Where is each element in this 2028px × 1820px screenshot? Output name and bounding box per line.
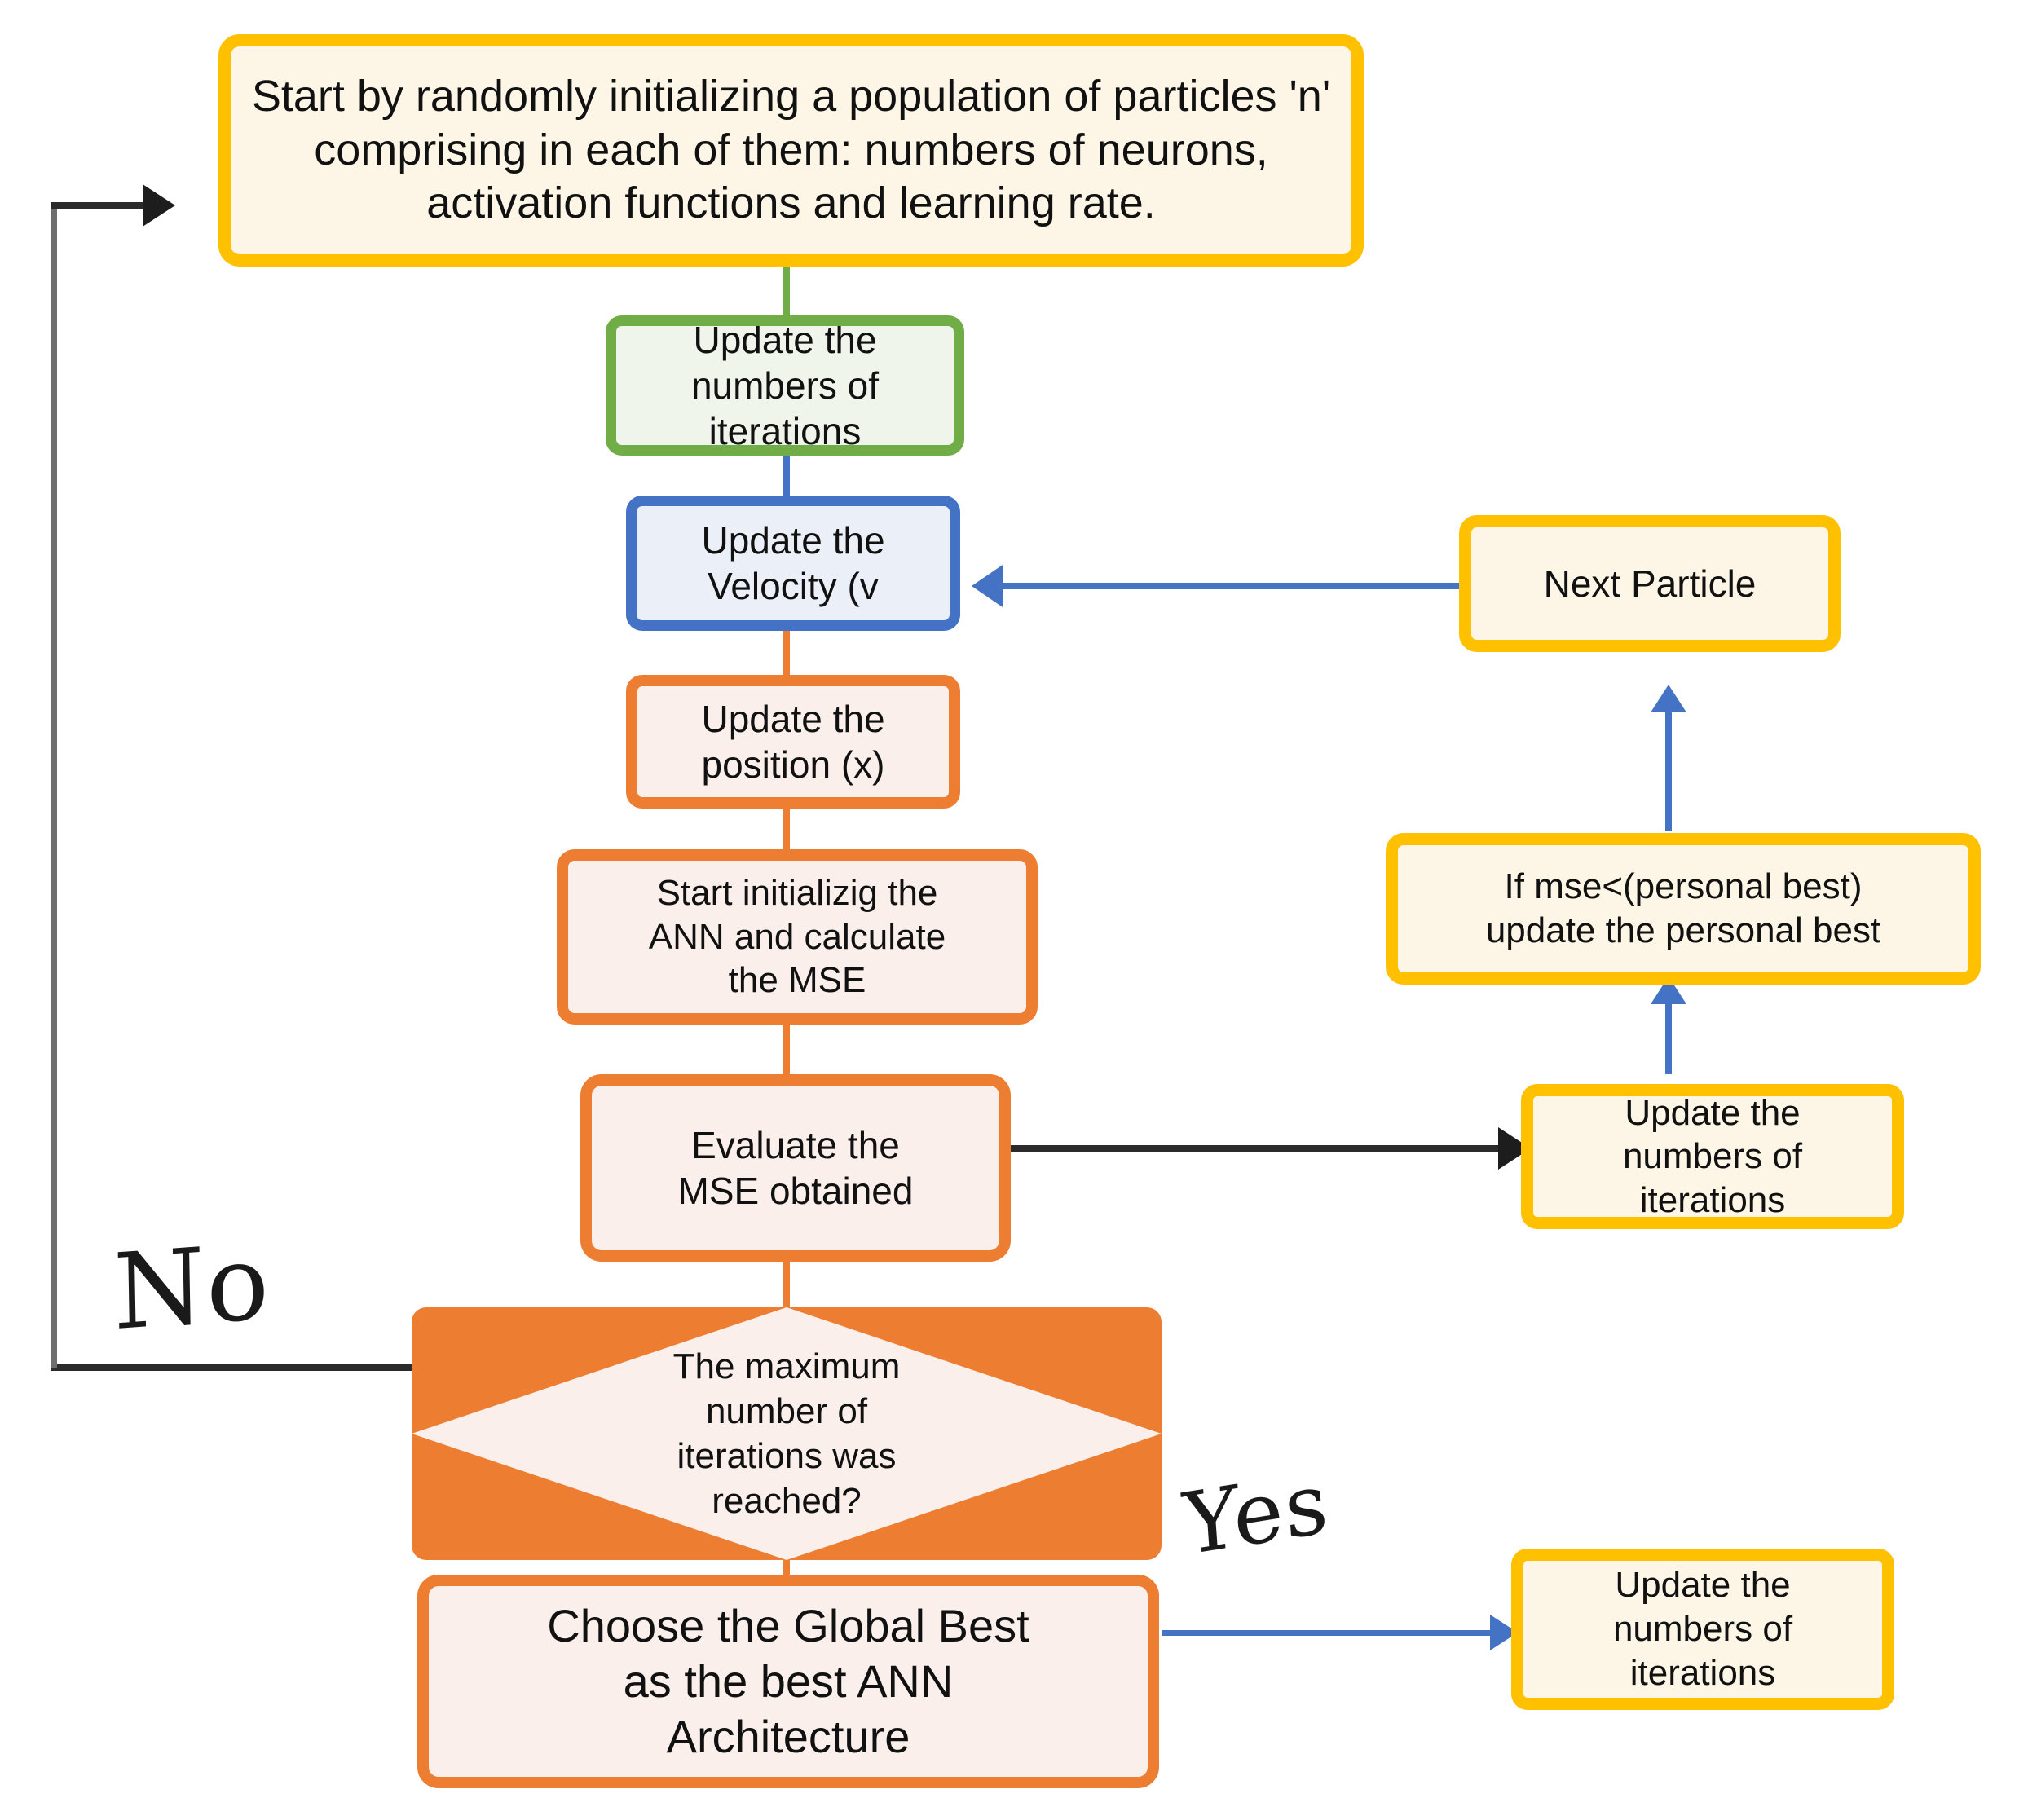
node-update-velocity-label: Update the Velocity (v [701, 518, 885, 607]
edge-global-best-to-bottom-iterations [1162, 1630, 1496, 1636]
edge-evaluate-to-decision [783, 1255, 790, 1320]
edge-right-iterations-to-personal-best [1665, 993, 1672, 1074]
edge-no-horizontal [51, 1364, 417, 1371]
node-evaluate-mse[interactable]: Evaluate the MSE obtained [580, 1074, 1011, 1262]
node-start[interactable]: Start by randomly initializing a populat… [218, 34, 1364, 267]
node-update-iterations-top[interactable]: Update the numbers of iterations [606, 315, 964, 456]
edge-position-to-init-ann [783, 803, 790, 853]
node-personal-best-label: If mse<(personal best) update the person… [1485, 866, 1881, 950]
edge-no-vertical [51, 205, 57, 1368]
node-choose-global-best[interactable]: Choose the Global Best as the best ANN A… [417, 1575, 1159, 1788]
node-evaluate-mse-label: Evaluate the MSE obtained [677, 1123, 914, 1212]
node-update-iterations-right[interactable]: Update the numbers of iterations [1521, 1084, 1904, 1229]
node-decision-label: The maximum number of iterations was rea… [672, 1346, 901, 1521]
edge-personal-best-to-next-particle [1665, 701, 1672, 831]
edge-velocity-to-position [783, 628, 790, 681]
node-choose-global-best-label: Choose the Global Best as the best ANN A… [547, 1599, 1029, 1763]
node-personal-best[interactable]: If mse<(personal best) update the person… [1386, 833, 1981, 985]
label-no: No [112, 1221, 272, 1355]
node-next-particle[interactable]: Next Particle [1459, 515, 1841, 652]
edge-init-ann-to-evaluate [783, 1019, 790, 1077]
node-update-iterations-bottom[interactable]: Update the numbers of iterations [1511, 1549, 1894, 1710]
arrowhead-velocity [972, 565, 1003, 607]
node-decision-max-iterations[interactable]: The maximum number of iterations was rea… [412, 1307, 1162, 1560]
node-next-particle-label: Next Particle [1543, 562, 1757, 605]
node-update-iterations-top-label: Update the numbers of iterations [690, 318, 880, 453]
node-init-ann[interactable]: Start initializig the ANN and calculate … [557, 849, 1038, 1025]
arrowhead-next-particle [1651, 685, 1686, 712]
node-init-ann-label: Start initializig the ANN and calculate … [648, 872, 946, 1001]
edge-next-particle-to-velocity [1003, 583, 1459, 589]
node-update-velocity[interactable]: Update the Velocity (v [626, 496, 960, 631]
edge-no-top-horizontal [51, 202, 161, 209]
edge-evaluate-to-right-iterations [1007, 1145, 1512, 1152]
decision-diamond-shape [412, 1307, 1162, 1560]
node-update-position-label: Update the position (x) [701, 697, 885, 786]
edge-iterations-to-velocity [783, 450, 790, 505]
node-update-position[interactable]: Update the position (x) [626, 675, 960, 809]
node-update-iterations-bottom-label: Update the numbers of iterations [1612, 1565, 1793, 1693]
label-yes: Yes [1180, 1452, 1333, 1575]
node-start-label: Start by randomly initializing a populat… [251, 71, 1331, 228]
node-update-iterations-right-label: Update the numbers of iterations [1622, 1092, 1803, 1220]
arrowhead-start-loop [143, 184, 175, 227]
